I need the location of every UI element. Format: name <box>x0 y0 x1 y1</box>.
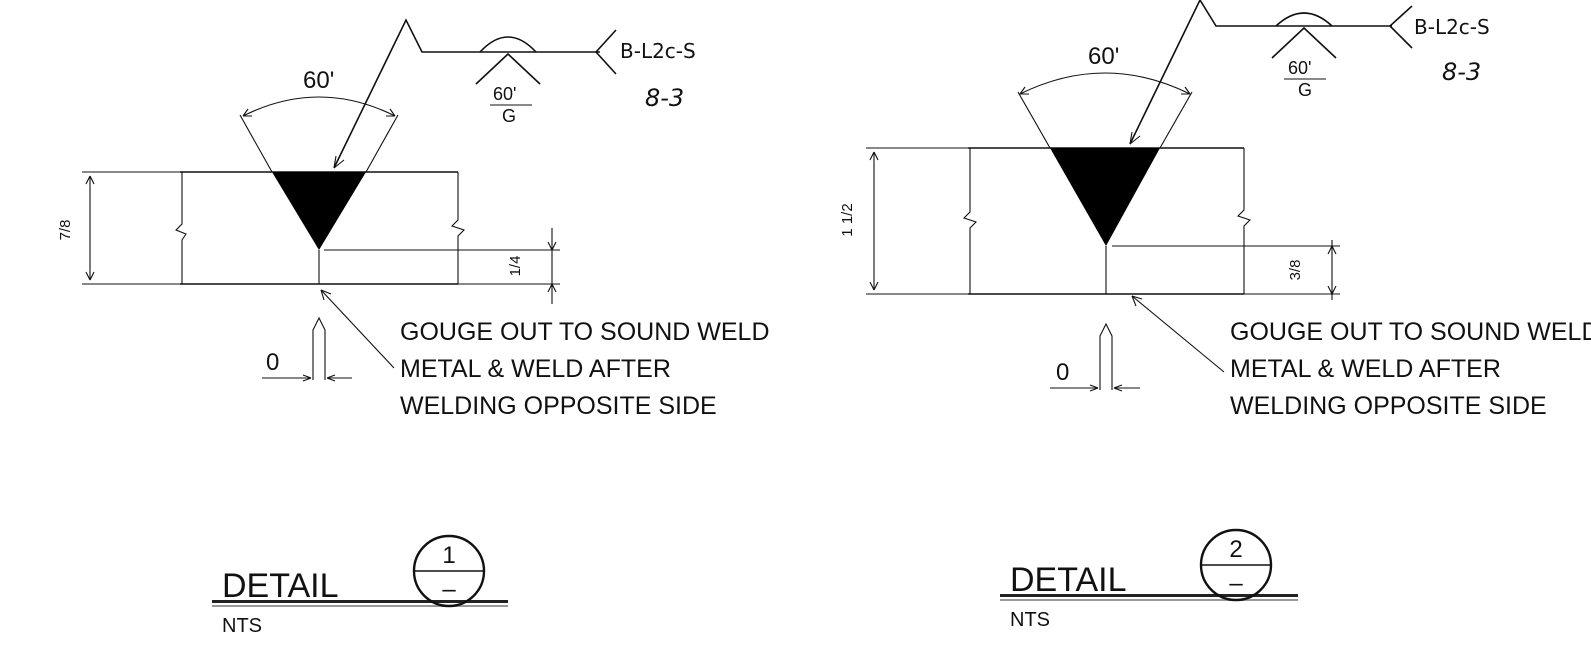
detail-number: 2 <box>1229 536 1242 563</box>
detail-number: 1 <box>442 542 455 569</box>
weld-fill <box>1050 148 1160 246</box>
tail-subreference: 8-3 <box>645 84 684 112</box>
symbol-angle: 60' <box>493 84 516 104</box>
angle-dimension: 60' <box>239 67 399 173</box>
symbol-finish: G <box>1298 80 1312 100</box>
note-leader <box>320 289 395 369</box>
tail-reference: B-L2c-S <box>1414 15 1490 39</box>
detail-sheet: – <box>442 576 456 603</box>
welding-symbol: 60' G B-L2c-S 8-3 <box>333 18 696 169</box>
detail-title: DETAIL <box>222 567 339 605</box>
symbol-finish: G <box>502 106 516 126</box>
thickness-dimension: 1 1/2 <box>839 147 968 295</box>
svg-text:GOUGE OUT TO SOUND WELD: GOUGE OUT TO SOUND WELD <box>1230 318 1591 346</box>
thickness-label: 1 1/2 <box>839 203 856 236</box>
detail-title-block: DETAIL NTS 1 – <box>212 534 508 637</box>
detail-2: 60' 1 1/2 3/8 0 <box>839 0 1591 631</box>
thickness-label: 7/8 <box>57 220 74 241</box>
note-leader <box>1131 295 1225 373</box>
detail-title: DETAIL <box>1010 561 1127 599</box>
detail-scale: NTS <box>222 615 262 637</box>
root-depth-label: 3/8 <box>1287 260 1304 281</box>
detail-title-block: DETAIL NTS 2 – <box>1000 528 1298 631</box>
svg-text:WELDING OPPOSITE SIDE: WELDING OPPOSITE SIDE <box>400 392 717 420</box>
angle-label: 60' <box>1088 43 1119 70</box>
root-opening-label: 0 <box>1056 359 1069 386</box>
root-opening-label: 0 <box>266 349 279 376</box>
welding-symbol: 60' G B-L2c-S 8-3 <box>1129 0 1490 145</box>
svg-text:GOUGE OUT TO SOUND WELD: GOUGE OUT TO SOUND WELD <box>400 318 770 346</box>
root-depth-label: 1/4 <box>507 256 524 277</box>
svg-text:WELDING OPPOSITE SIDE: WELDING OPPOSITE SIDE <box>1230 392 1547 420</box>
tail-reference: B-L2c-S <box>620 39 696 63</box>
gouge-note: GOUGE OUT TO SOUND WELD METAL & WELD AFT… <box>1230 318 1591 420</box>
thickness-dimension: 7/8 <box>57 171 180 285</box>
svg-text:METAL & WELD AFTER: METAL & WELD AFTER <box>400 355 671 383</box>
angle-label: 60' <box>303 67 334 94</box>
gouge-note: GOUGE OUT TO SOUND WELD METAL & WELD AFT… <box>400 318 770 420</box>
weld-fill <box>272 172 366 250</box>
root-depth-dimension: 1/4 <box>324 228 560 304</box>
angle-dimension: 60' <box>1017 43 1193 149</box>
root-depth-dimension: 3/8 <box>1112 240 1340 300</box>
root-opening-dimension: 0 <box>1050 322 1140 392</box>
tail-subreference: 8-3 <box>1442 58 1481 86</box>
detail-1: 60' 7/8 1/4 0 <box>57 18 770 637</box>
detail-sheet: – <box>1229 570 1243 597</box>
detail-scale: NTS <box>1010 609 1050 631</box>
root-opening-dimension: 0 <box>262 316 352 382</box>
symbol-angle: 60' <box>1288 58 1311 78</box>
svg-text:METAL & WELD AFTER: METAL & WELD AFTER <box>1230 355 1501 383</box>
